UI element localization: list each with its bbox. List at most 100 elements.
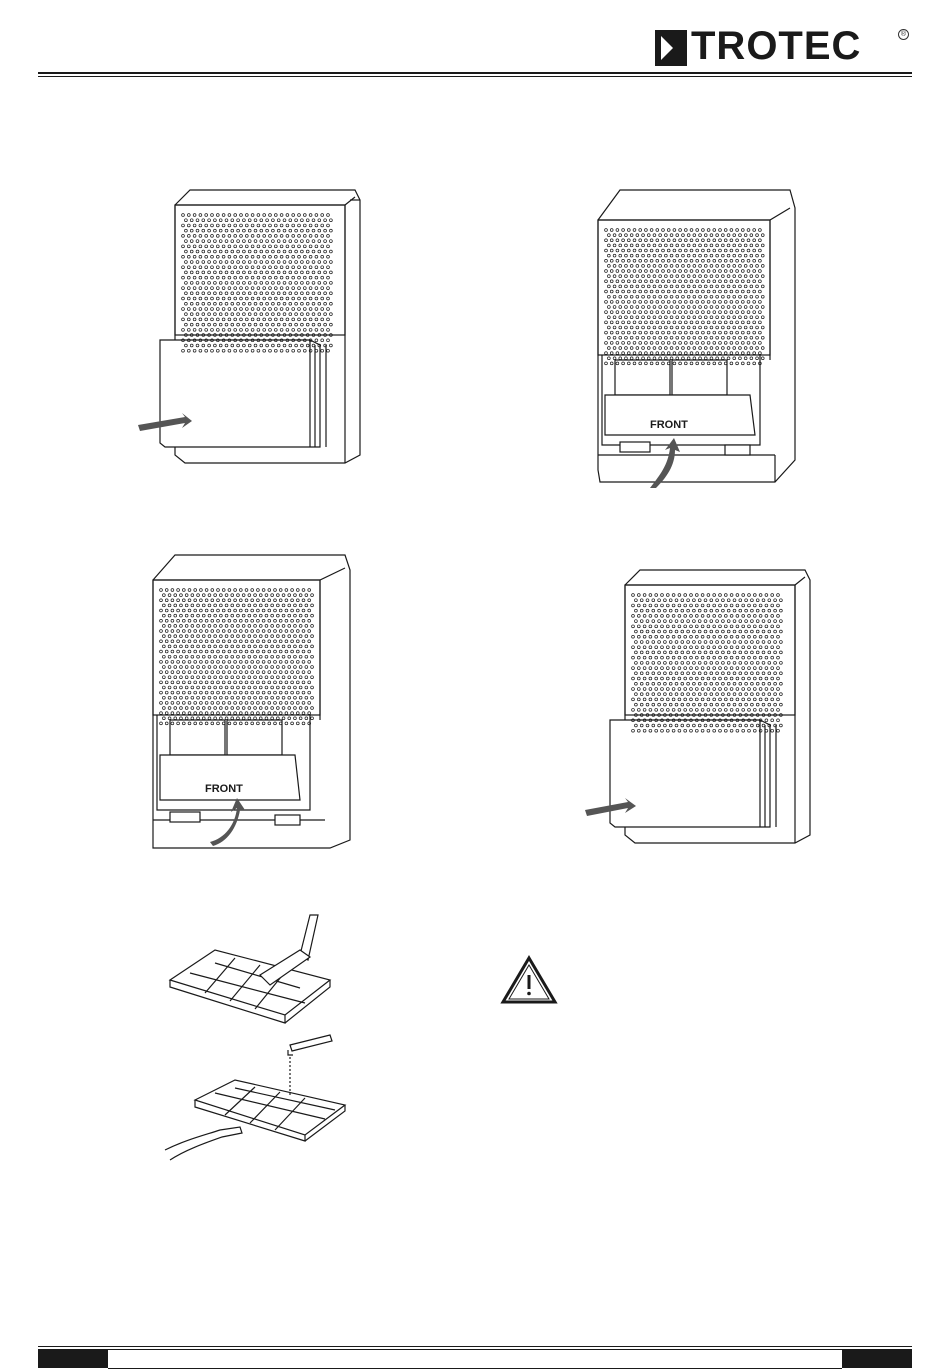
grille-dot (180, 655, 183, 658)
grille-dot (643, 667, 646, 670)
grille-dot (193, 308, 196, 311)
grille-dot (222, 619, 225, 622)
grille-dot (185, 645, 188, 648)
grille-dot (219, 240, 222, 243)
grille-dot (237, 696, 240, 699)
grille-dot (191, 666, 194, 669)
grille-dot (627, 300, 630, 303)
grille-dot (666, 667, 669, 670)
grille-dot (695, 625, 698, 628)
grille-dot (756, 326, 759, 329)
grille-dot (699, 336, 702, 339)
grille-dot (248, 302, 251, 305)
grille-dot (713, 290, 716, 293)
grille-dot (687, 672, 690, 675)
grille-dot (286, 308, 289, 311)
grille-dot (733, 682, 736, 685)
grille-dot (690, 698, 693, 701)
grille-dot (254, 292, 257, 295)
grille-dot (658, 651, 661, 654)
grille-dot (736, 594, 739, 597)
grille-dot (687, 357, 690, 360)
grille-dot (756, 620, 759, 623)
grille-dot (257, 671, 260, 674)
grille-dot (690, 290, 693, 293)
grille-dot (701, 625, 704, 628)
grille-dot (205, 224, 208, 227)
grille-dot (168, 594, 171, 597)
grille-dot (298, 287, 301, 290)
grille-dot (673, 290, 676, 293)
grille-dot (311, 594, 314, 597)
grille-dot (286, 245, 289, 248)
grille-dot (182, 640, 185, 643)
grille-dot (675, 661, 678, 664)
grille-dot (197, 686, 200, 689)
grille-dot (727, 599, 730, 602)
grille-dot (280, 245, 283, 248)
grille-dot (205, 589, 208, 592)
grille-dot (696, 321, 699, 324)
grille-dot (237, 313, 240, 316)
grille-dot (194, 599, 197, 602)
grille-dot (190, 313, 193, 316)
grille-dot (710, 672, 713, 675)
grille-dot (632, 646, 635, 649)
grille-dot (269, 266, 272, 269)
grille-dot (768, 672, 771, 675)
grille-dot (753, 667, 756, 670)
grille-dot (208, 250, 211, 253)
grille-dot (268, 589, 271, 592)
grille-dot (675, 620, 678, 623)
grille-dot (296, 722, 299, 725)
grille-dot (730, 239, 733, 242)
grille-dot (260, 302, 263, 305)
grille-dot (750, 295, 753, 298)
grille-dot (636, 234, 639, 237)
grille-dot (190, 271, 193, 274)
grille-dot (636, 275, 639, 278)
grille-dot (702, 259, 705, 262)
grille-dot (636, 357, 639, 360)
grille-dot (653, 254, 656, 257)
grille-dot (716, 336, 719, 339)
grille-dot (690, 667, 693, 670)
brand-name: TROTEC (691, 24, 861, 69)
grille-dot (639, 331, 642, 334)
grille-dot (727, 357, 730, 360)
grille-dot (301, 240, 304, 243)
grille-dot (684, 239, 687, 242)
grille-dot (171, 681, 174, 684)
grille-dot (650, 352, 653, 355)
grille-dot (228, 589, 231, 592)
grille-dot (625, 285, 628, 288)
grille-dot (228, 266, 231, 269)
grille-dot (240, 276, 243, 279)
grille-dot (774, 630, 777, 633)
grille-dot (724, 708, 727, 711)
grille-dot (669, 620, 672, 623)
grille-dot (202, 666, 205, 669)
grille-dot (667, 249, 670, 252)
grille-dot (730, 646, 733, 649)
grille-dot (751, 703, 754, 706)
grille-dot (682, 285, 685, 288)
grille-dot (698, 693, 701, 696)
grille-dot (188, 701, 191, 704)
grille-dot (251, 609, 254, 612)
grille-dot (684, 688, 687, 691)
grille-dot (627, 270, 630, 273)
grille-dot (200, 599, 203, 602)
grille-dot (276, 686, 279, 689)
grille-dot (637, 614, 640, 617)
grille-dot (228, 619, 231, 622)
grille-dot (664, 295, 667, 298)
grille-dot (180, 707, 183, 710)
grille-dot (736, 311, 739, 314)
grille-dot (736, 270, 739, 273)
grille-dot (219, 686, 222, 689)
grille-dot (177, 660, 180, 663)
figure-insert-water-tank (580, 565, 830, 850)
grille-dot (311, 707, 314, 710)
grille-dot (710, 234, 713, 237)
